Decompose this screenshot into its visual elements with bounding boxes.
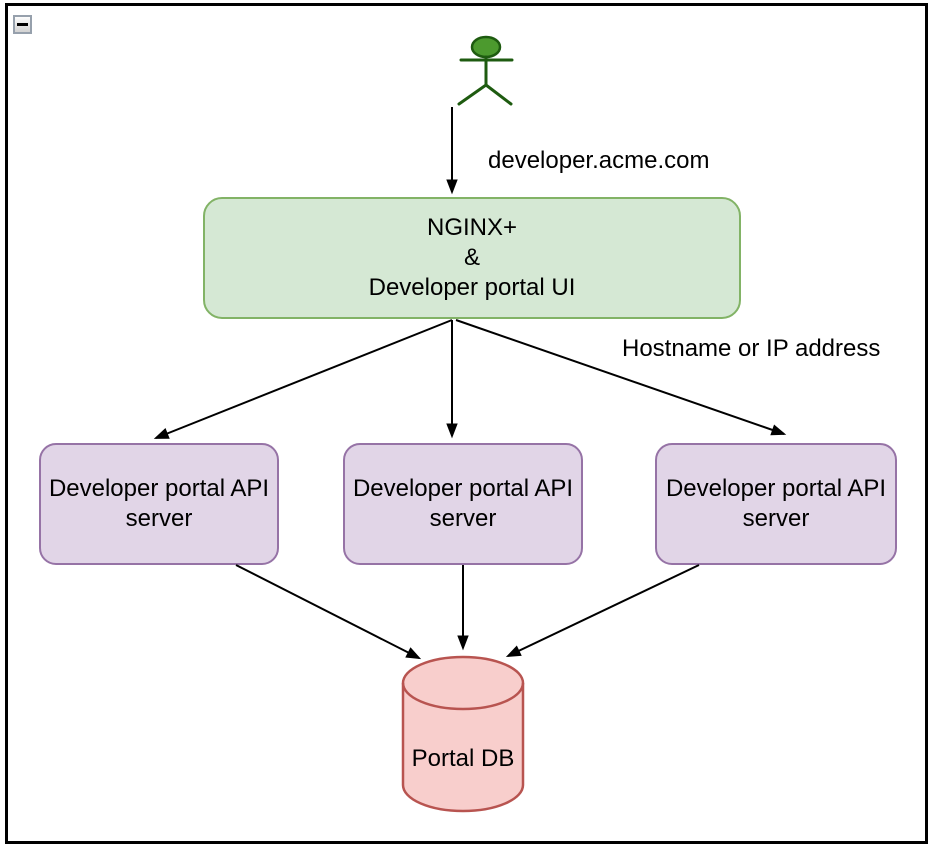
node-api-server-1 bbox=[39, 443, 279, 565]
actor-icon bbox=[457, 35, 514, 106]
edge-label-routing: Hostname or IP address bbox=[622, 335, 881, 362]
api-server-1-label-text: Developer portal API server bbox=[48, 475, 270, 532]
edge-api-3-to-db bbox=[505, 564, 700, 658]
node-api-server-2 bbox=[343, 443, 583, 565]
database-label: Portal DB bbox=[403, 744, 523, 774]
node-api-server-3 bbox=[655, 443, 897, 565]
edge-label-request-url: developer.acme.com bbox=[488, 147, 710, 174]
database-label-text: Portal DB bbox=[411, 745, 515, 772]
minus-icon bbox=[17, 23, 28, 26]
edge-api-1-to-db bbox=[235, 564, 422, 660]
api-server-3-label: Developer portal API server bbox=[656, 444, 896, 564]
node-gateway bbox=[203, 197, 741, 319]
api-server-3-label-text: Developer portal API server bbox=[665, 475, 887, 532]
api-server-2-label: Developer portal API server bbox=[344, 444, 582, 564]
collapse-button[interactable] bbox=[13, 15, 32, 34]
gateway-label-line-1: NGINX+ bbox=[426, 214, 518, 241]
gateway-label-line-2: & bbox=[463, 244, 480, 271]
api-server-1-label: Developer portal API server bbox=[40, 444, 278, 564]
canvas-border bbox=[5, 3, 928, 844]
edge-gateway-to-api-1 bbox=[153, 319, 453, 439]
gateway-label-line-3: Developer portal UI bbox=[368, 274, 576, 301]
api-server-2-label-text: Developer portal API server bbox=[352, 475, 574, 532]
cylinder-top-arc bbox=[401, 682, 525, 711]
node-database bbox=[401, 655, 525, 813]
edge-gateway-to-api-3 bbox=[455, 319, 787, 436]
gateway-label: NGINX+ & Developer portal UI bbox=[204, 198, 740, 318]
